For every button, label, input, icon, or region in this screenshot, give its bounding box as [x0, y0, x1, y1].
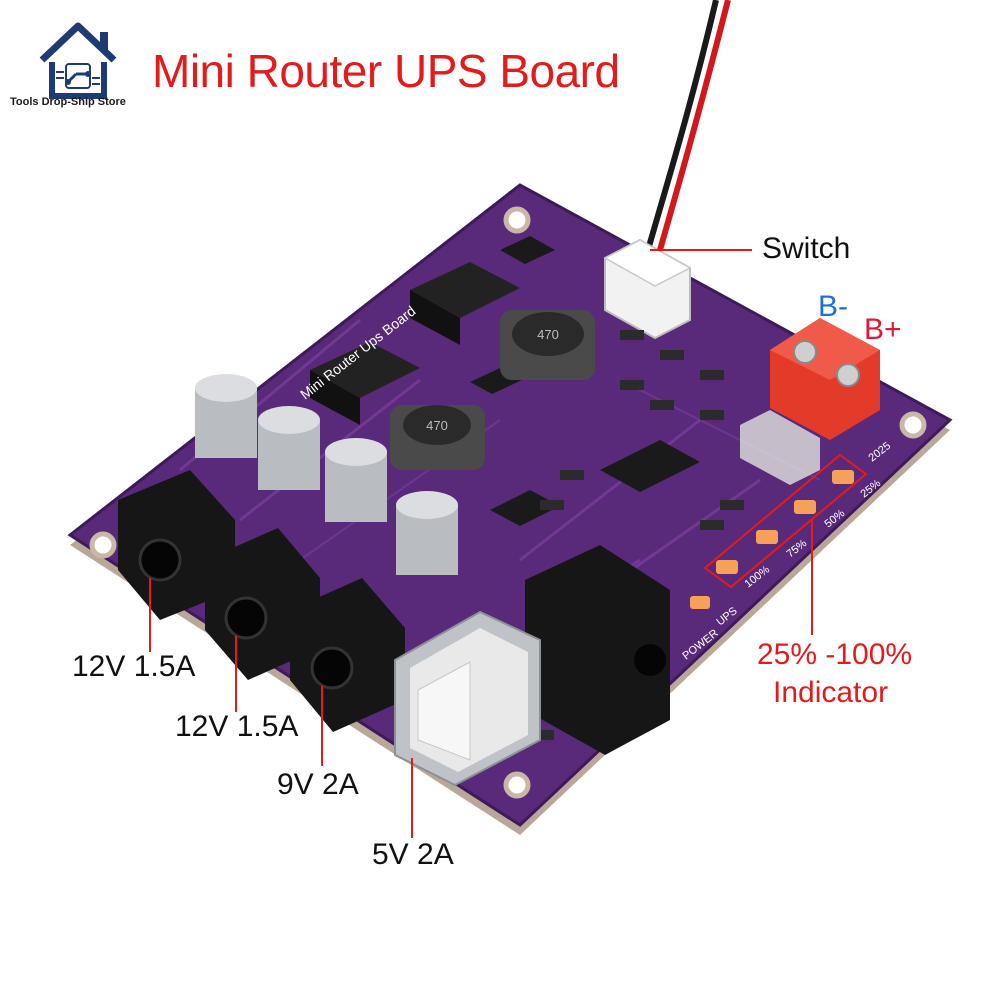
store-name: Tools Drop-Ship Store [10, 96, 126, 108]
indicator-callout-label: Indicator [773, 676, 889, 709]
inductor-label-2: 470 [426, 418, 448, 433]
store-logo [8, 12, 158, 112]
b-plus-callout: B+ [864, 313, 902, 346]
mounting-holes [89, 206, 927, 799]
dc-jack-input [525, 545, 670, 755]
switch-cable-black [645, 0, 719, 251]
indicator-leds [690, 453, 868, 609]
callout-lines [149, 249, 813, 838]
inductors: 470 470 [390, 310, 595, 470]
switch-cable-red [657, 0, 731, 251]
usb-port [394, 610, 541, 787]
port-2-callout: 12V 1.5A [175, 710, 299, 743]
indicator-callout-range: 25% -100% [757, 638, 913, 671]
switch-callout: Switch [762, 232, 851, 265]
house-circuit-icon [39, 22, 117, 99]
dc-jacks [118, 470, 670, 755]
power-ics [310, 236, 700, 526]
b-minus-callout: B- [818, 290, 848, 323]
inductor-label-1: 470 [537, 327, 559, 342]
battery-terminal-block [740, 318, 880, 485]
port-4-callout: 5V 2A [372, 838, 454, 871]
port-3-callout: 9V 2A [277, 768, 359, 801]
switch-connector [603, 238, 692, 340]
page-title: Mini Router UPS Board [152, 45, 620, 97]
port-1-callout: 12V 1.5A [72, 650, 196, 683]
capacitors [195, 374, 458, 575]
dc-jack-3 [290, 578, 405, 732]
